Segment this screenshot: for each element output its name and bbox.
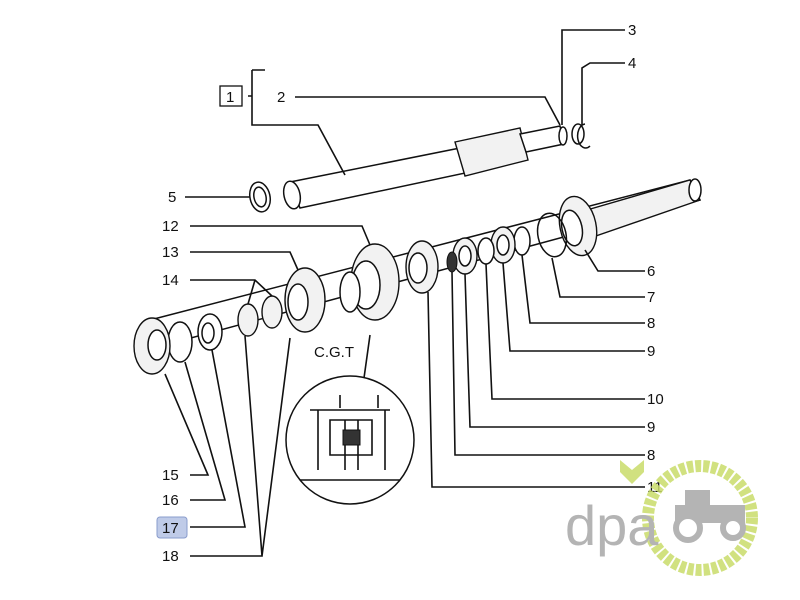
callout-8[interactable]: 8 <box>647 315 655 332</box>
bearing-9b[interactable] <box>452 237 478 275</box>
callout-13[interactable]: 13 <box>162 244 179 261</box>
leader-lines <box>164 29 645 557</box>
callout-14[interactable]: 14 <box>162 272 179 289</box>
inset-label: C.G.T <box>314 344 354 361</box>
synchro-12[interactable] <box>339 243 400 321</box>
callout-16[interactable]: 16 <box>162 492 179 509</box>
ring-8b[interactable] <box>446 251 458 273</box>
callout-9[interactable]: 9 <box>647 343 655 360</box>
callout-15[interactable]: 15 <box>162 467 179 484</box>
callout-4[interactable]: 4 <box>628 55 636 72</box>
callout-18[interactable]: 18 <box>162 548 179 565</box>
callout-7[interactable]: 7 <box>647 289 655 306</box>
svg-text:dpa: dpa <box>565 494 659 557</box>
callout-1[interactable]: 1 <box>226 89 234 106</box>
dpa-logo-watermark: dpa <box>565 460 758 576</box>
ring-5[interactable] <box>247 180 273 214</box>
callout-6[interactable]: 6 <box>647 263 655 280</box>
callout-5[interactable]: 5 <box>168 189 176 206</box>
gear-11[interactable] <box>405 240 439 294</box>
ring-17[interactable] <box>167 321 193 363</box>
callout-3[interactable]: 3 <box>628 22 636 39</box>
needle-bearings-14[interactable] <box>237 295 283 337</box>
callout-9b[interactable]: 9 <box>647 419 655 436</box>
selected-callout-highlight <box>156 516 188 539</box>
callout-17[interactable]: 17 <box>162 520 179 537</box>
gear-6[interactable] <box>554 193 602 259</box>
callout-12[interactable]: 12 <box>162 218 179 235</box>
assembly-box <box>219 85 243 107</box>
spacer-10[interactable] <box>477 237 495 265</box>
washer-8[interactable] <box>513 226 531 256</box>
spacer-16[interactable] <box>197 313 223 351</box>
callout-10[interactable]: 10 <box>647 391 664 408</box>
inset-detail-cgt <box>285 334 415 505</box>
snap-ring-4[interactable] <box>576 123 591 149</box>
bearing-9[interactable] <box>490 226 516 264</box>
snap-ring-7[interactable] <box>534 211 571 260</box>
bearing-15[interactable] <box>133 317 171 375</box>
gear-13[interactable] <box>284 267 326 333</box>
upper-shaft[interactable] <box>281 123 585 210</box>
callout-8b[interactable]: 8 <box>647 447 655 464</box>
callout-2[interactable]: 2 <box>277 89 285 106</box>
